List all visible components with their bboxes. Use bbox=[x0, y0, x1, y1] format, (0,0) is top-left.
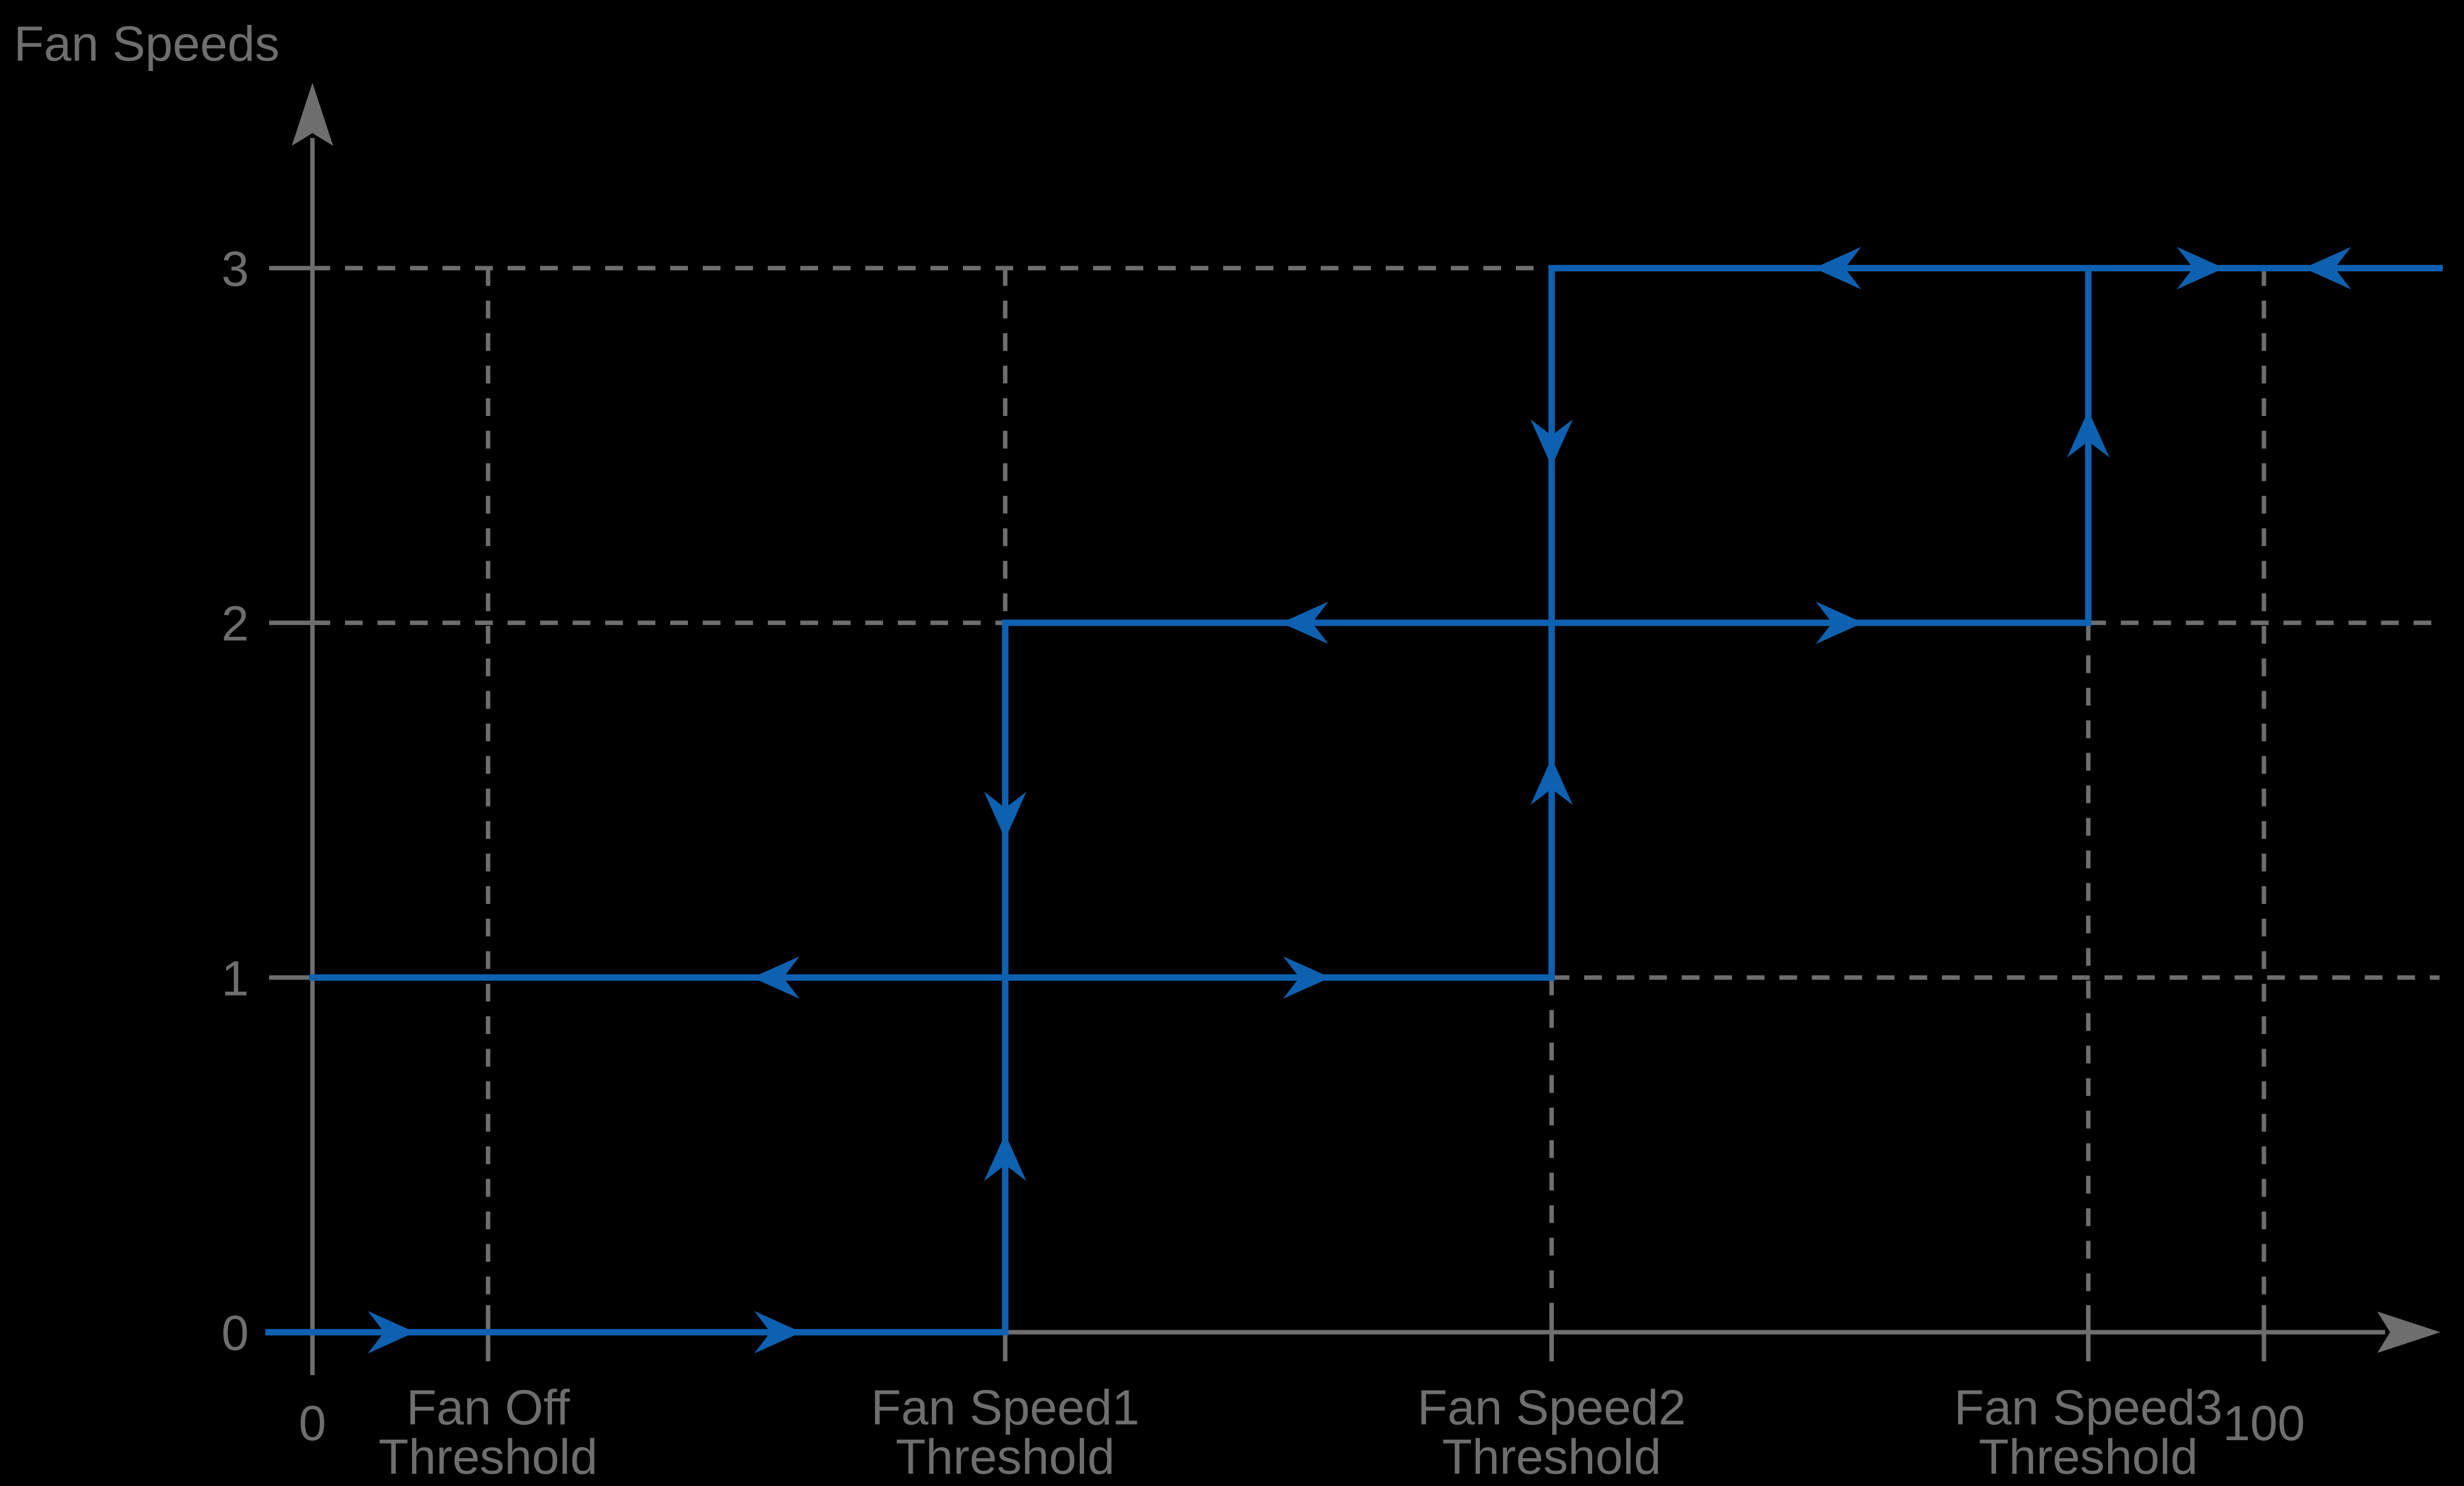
gridlines bbox=[312, 266, 2440, 1364]
y-tick-label: 1 bbox=[221, 951, 249, 1006]
flow-arrow-up-icon bbox=[2067, 410, 2110, 458]
flow-arrow-left-icon bbox=[1814, 246, 1861, 289]
y-tick-label: 0 bbox=[221, 1306, 249, 1361]
x-tick-label: Fan Off bbox=[407, 1380, 570, 1435]
tick-marks bbox=[269, 266, 2266, 1361]
flow-arrow-right-icon bbox=[1815, 601, 1863, 644]
y-tick-label: 2 bbox=[221, 596, 249, 652]
flow-arrow-right-icon bbox=[368, 1311, 415, 1353]
flow-arrow-down-icon bbox=[1530, 419, 1573, 467]
hysteresis-lines bbox=[265, 265, 2443, 1336]
x-tick-label: Threshold bbox=[1979, 1429, 2198, 1485]
x-tick-label: Threshold bbox=[895, 1429, 1115, 1485]
x-tick-label: Fan Speed1 bbox=[871, 1380, 1139, 1435]
flow-arrow-up-icon bbox=[984, 1134, 1027, 1181]
x-axis-arrowhead-icon bbox=[2377, 1312, 2440, 1353]
flow-arrow-right-icon bbox=[2177, 246, 2224, 289]
y-axis-arrowhead-icon bbox=[292, 83, 333, 146]
flow-arrow-right-icon bbox=[1283, 956, 1331, 999]
axes bbox=[292, 83, 2440, 1375]
flow-arrow-down-icon bbox=[984, 792, 1027, 839]
flow-arrow-left-icon bbox=[752, 956, 800, 999]
flow-arrow-left-icon bbox=[1281, 601, 1329, 644]
y-tick-label: 3 bbox=[221, 242, 249, 297]
x-tick-label: 0 bbox=[299, 1396, 326, 1451]
flow-arrow-left-icon bbox=[2303, 246, 2351, 289]
x-tick-label: Fan Speed2 bbox=[1417, 1380, 1686, 1435]
flow-arrow-up-icon bbox=[1530, 758, 1573, 805]
x-tick-label: Threshold bbox=[1442, 1429, 1661, 1485]
y-axis-title: Fan Speeds bbox=[14, 16, 280, 71]
flow-arrow-right-icon bbox=[754, 1311, 802, 1353]
direction-arrows bbox=[368, 246, 2351, 1353]
x-tick-label: Fan Speed3 bbox=[1954, 1380, 2223, 1435]
x-tick-label: 100 bbox=[2223, 1396, 2305, 1451]
x-tick-label: Threshold bbox=[378, 1429, 598, 1485]
